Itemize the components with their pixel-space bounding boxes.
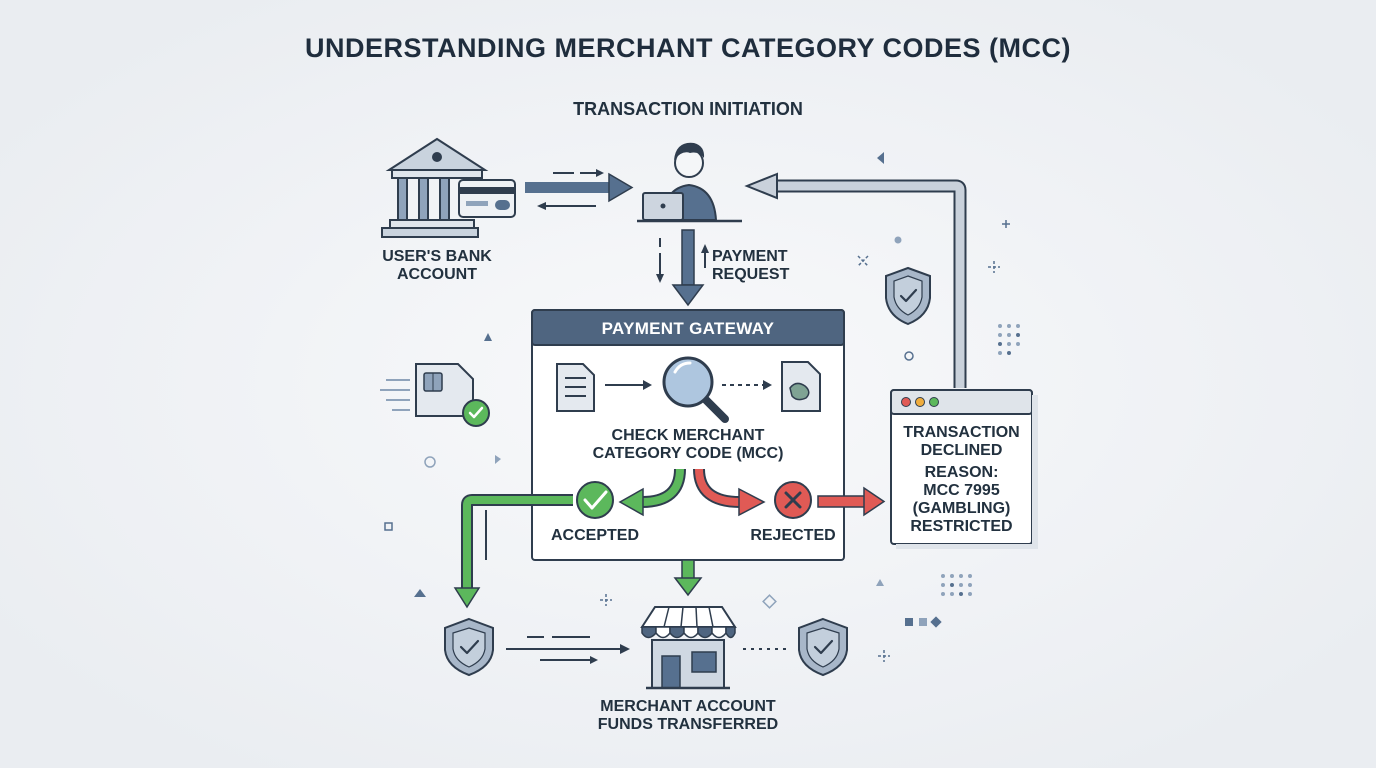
rejected-outflow-arrow — [817, 486, 886, 517]
decorative-shapes — [384, 152, 1010, 662]
declined-line1: TRANSACTION — [903, 424, 1020, 441]
section-subtitle: TRANSACTION INITIATION — [573, 99, 803, 119]
merchant-label: MERCHANT ACCOUNT FUNDS TRANSFERRED — [568, 698, 808, 734]
check-mcc-line1: CHECK MERCHANT — [611, 427, 765, 444]
declined-line2: DECLINED — [920, 442, 1003, 459]
page-title: UNDERSTANDING MERCHANT CATEGORY CODES (M… — [305, 33, 1071, 63]
check-mcc-label: CHECK MERCHANT CATEGORY CODE (MCC) — [548, 427, 828, 463]
shield-check-icon — [444, 617, 494, 677]
browser-window-icon — [890, 389, 1038, 549]
declined-line6: RESTRICTED — [910, 518, 1013, 535]
decline-loop-arrow — [744, 172, 967, 388]
bank-user-arrows — [525, 169, 634, 210]
merchant-line2: FUNDS TRANSFERRED — [597, 716, 779, 733]
payment-request-line1: PAYMENT — [712, 248, 788, 265]
shield-to-store-arrows — [506, 636, 790, 664]
storefront-icon — [640, 606, 737, 690]
declined-line3: REASON: — [924, 464, 999, 481]
bank-label-line2: ACCOUNT — [397, 266, 477, 283]
doc-to-magnifier-arrow — [605, 380, 652, 390]
shield-check-icon — [885, 266, 931, 326]
x-circle-icon — [774, 481, 812, 519]
declined-line5: (GAMBLING) — [912, 500, 1011, 517]
document-icon — [556, 363, 595, 412]
payment-request-line2: REQUEST — [712, 266, 790, 283]
magnifier-icon — [662, 356, 729, 423]
declined-message: TRANSACTION DECLINED REASON: MCC 7995 (G… — [891, 424, 1032, 536]
rejected-branch-arrow — [693, 468, 766, 517]
bank-icon — [381, 137, 489, 238]
map-document-icon — [781, 361, 821, 412]
declined-line4: MCC 7995 — [923, 482, 1000, 499]
bank-label-line1: USER'S BANK — [382, 248, 492, 265]
payment-request-arrows — [656, 229, 709, 307]
merchant-line1: MERCHANT ACCOUNT — [600, 698, 776, 715]
gateway-header: PAYMENT GATEWAY — [601, 319, 775, 338]
decorative-dot-grid — [941, 324, 1020, 596]
magnifier-to-map-arrow — [722, 380, 772, 390]
accepted-branch-arrow — [618, 468, 686, 517]
rejected-label: REJECTED — [750, 527, 836, 544]
bank-label: USER'S BANK ACCOUNT — [357, 248, 517, 284]
check-mcc-line2: CATEGORY CODE (MCC) — [592, 445, 784, 462]
accepted-label: ACCEPTED — [550, 527, 639, 544]
gateway-to-merchant-arrow — [673, 559, 703, 597]
credit-card-icon — [458, 179, 516, 218]
card-check-icon — [380, 363, 490, 427]
payment-request-label: PAYMENT REQUEST — [712, 248, 802, 284]
check-circle-icon — [576, 481, 614, 519]
user-laptop-icon — [637, 142, 742, 223]
accepted-outflow-arrow — [453, 494, 573, 609]
shield-check-icon — [798, 617, 848, 677]
